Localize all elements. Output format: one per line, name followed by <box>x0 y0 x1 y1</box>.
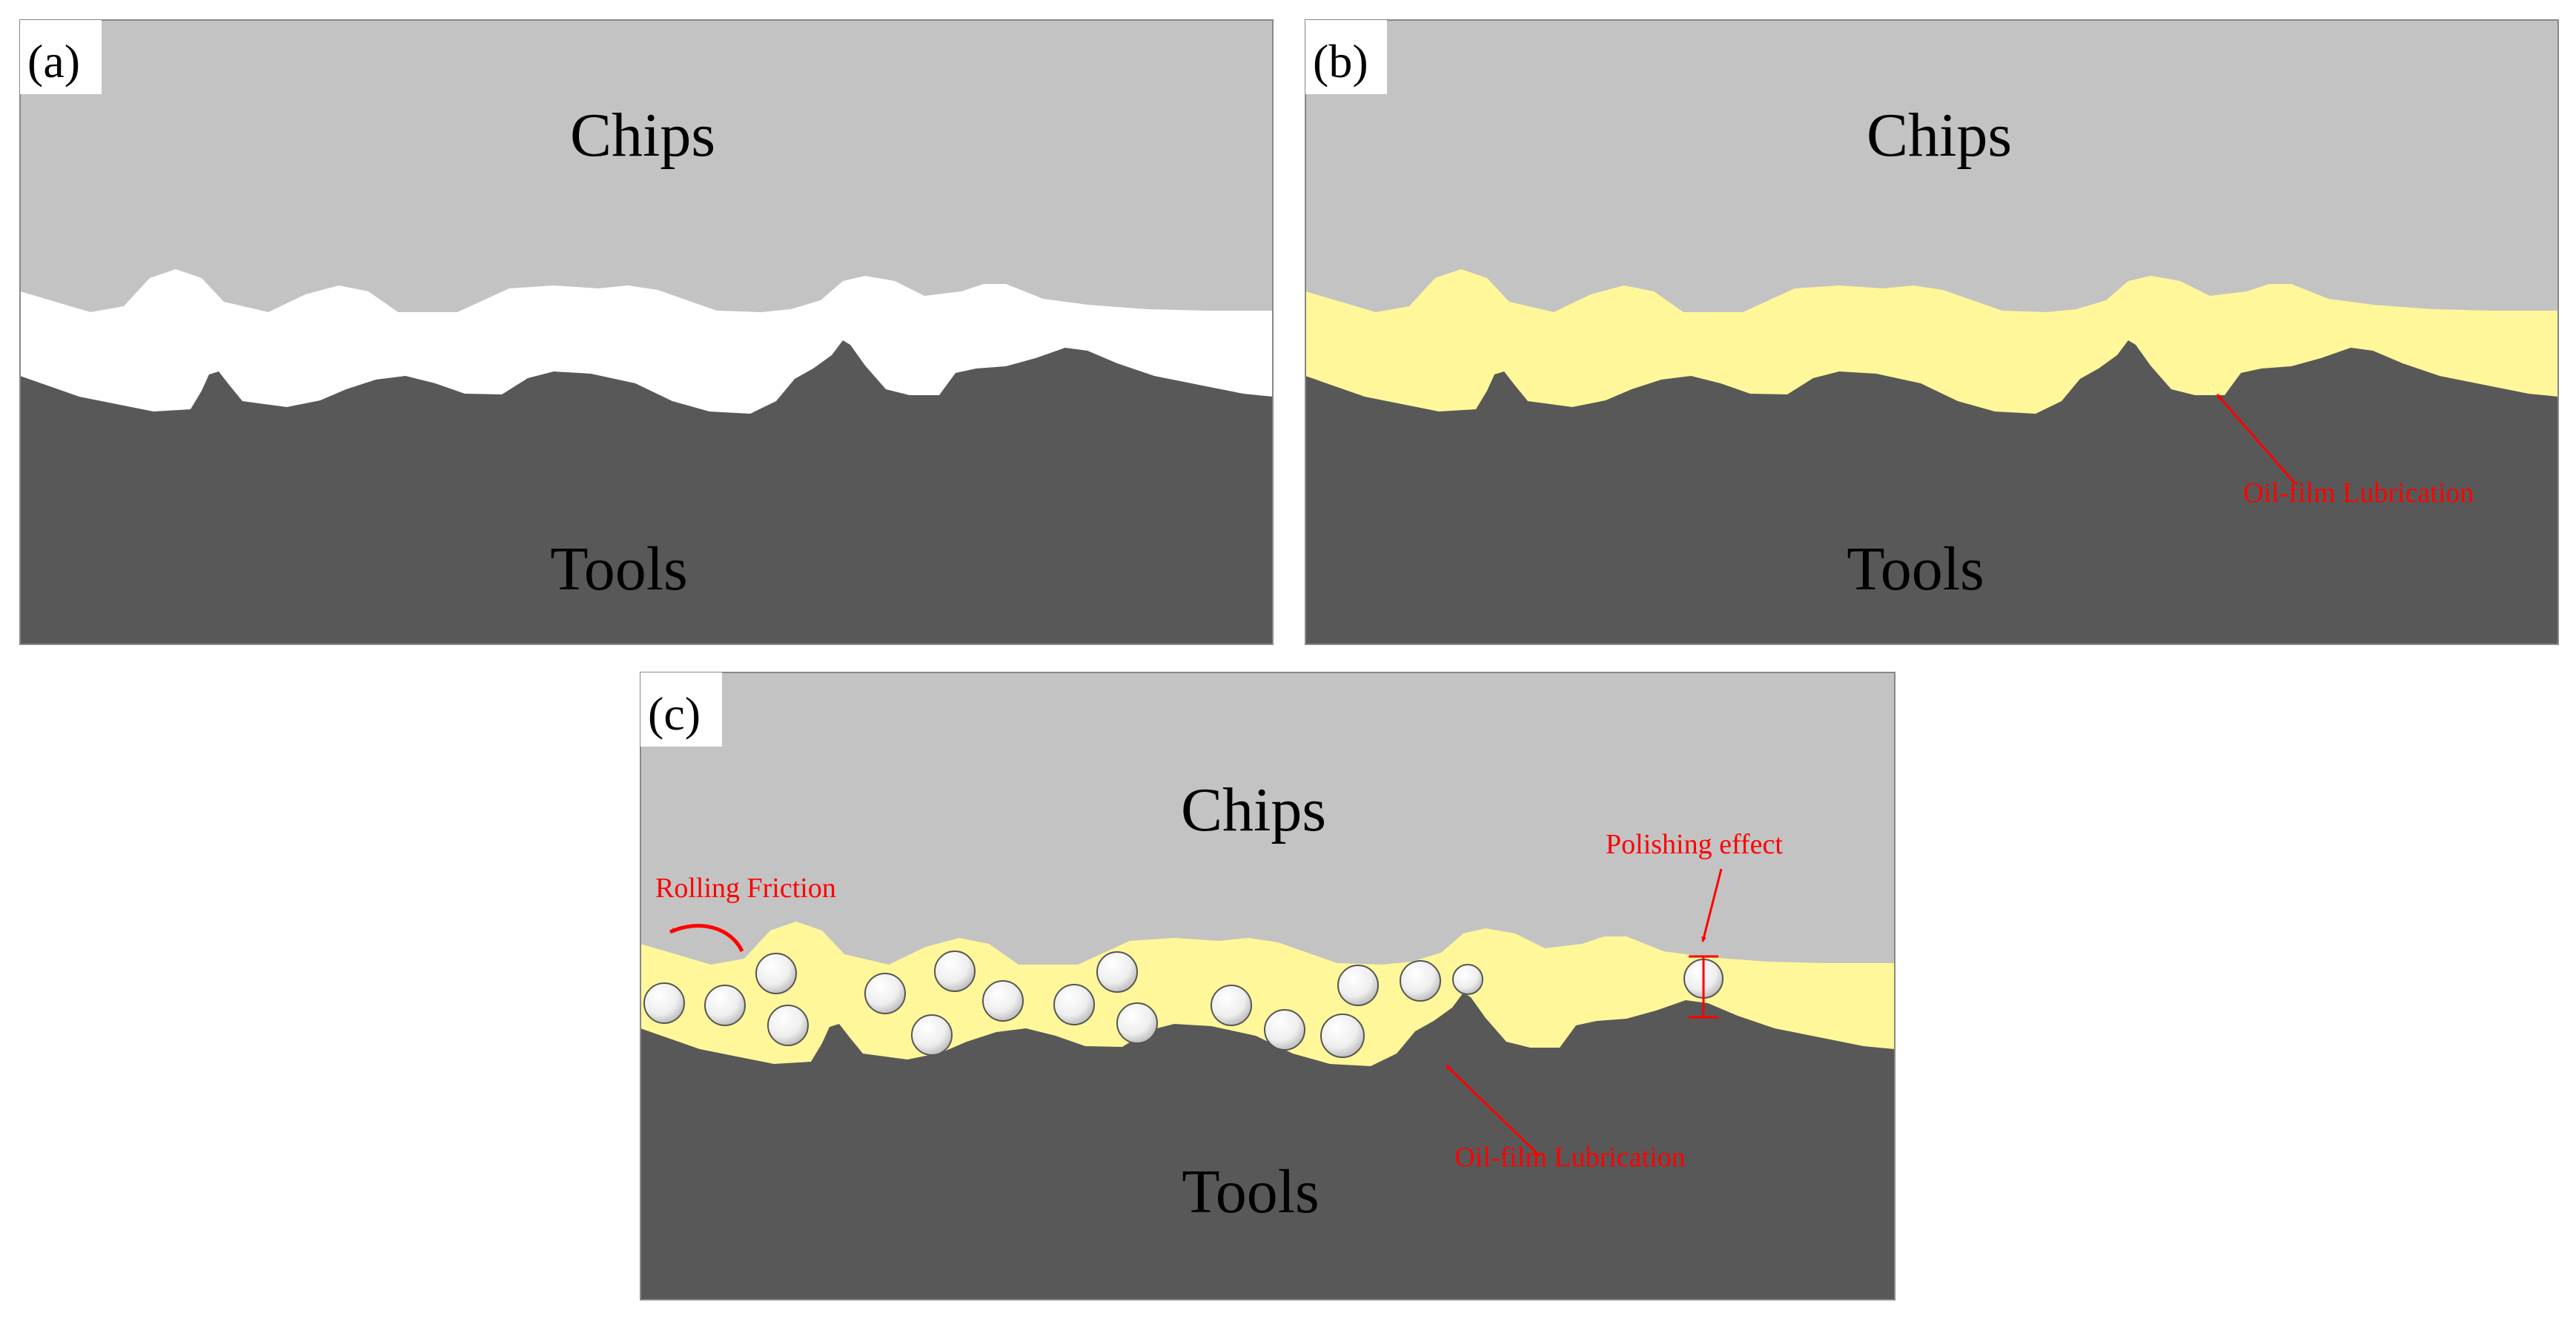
panel-b-label: (b) <box>1313 35 1368 87</box>
panel-b: (b) Chips Tools Oil-film Lubrication <box>1305 19 2559 645</box>
particle-icon <box>1053 984 1095 1025</box>
panel-a-border <box>19 19 1274 645</box>
particle-icon <box>934 951 976 992</box>
panel-c-tools-label: Tools <box>1182 1157 1319 1226</box>
arrow-icon <box>2216 394 2297 484</box>
panel-b-label-box <box>1305 20 1387 94</box>
panel-c: (c) Chips Tools Rolling Friction <box>640 672 1895 1300</box>
panel-c-label-box <box>640 672 722 747</box>
particle-icon <box>864 973 906 1014</box>
curved-arrow-icon <box>669 924 744 953</box>
measure-bracket-icon <box>1689 955 1718 1019</box>
arrow-icon <box>1445 1064 1541 1157</box>
particle-icon <box>704 985 746 1026</box>
panel-b-chips-label: Chips <box>1867 101 2012 170</box>
polishing-effect-annotation: Polishing effect <box>1606 829 1783 860</box>
particle-icon <box>1211 985 1252 1026</box>
panel-a-label-box <box>20 20 102 94</box>
particle-icon <box>1400 960 1441 1002</box>
particle-icon <box>1116 1002 1158 1044</box>
panel-b-tools-region <box>1305 340 2558 644</box>
particle-icon <box>1264 1009 1305 1051</box>
panel-a-chips-label: Chips <box>570 101 715 170</box>
particle-icon <box>1337 965 1379 1006</box>
panel-c-oil-annotation: Oil-film Lubrication <box>1454 1142 1685 1173</box>
particle-icon <box>982 980 1024 1022</box>
particle-icon <box>767 1005 809 1046</box>
particle-icon <box>1320 1014 1365 1058</box>
panel-b-tools-label: Tools <box>1847 535 1984 604</box>
panel-b-oil-annotation: Oil-film Lubrication <box>2243 477 2474 509</box>
panel-a-tools-label: Tools <box>550 535 687 604</box>
panel-c-tools-region <box>640 993 1895 1300</box>
panel-a: (a) Chips Tools <box>19 19 1274 645</box>
particle-icon <box>1452 964 1483 995</box>
panel-c-chips-label: Chips <box>1181 776 1326 844</box>
arrow-icon <box>1701 868 1723 942</box>
panel-a-label: (a) <box>27 35 80 87</box>
particle-icon <box>911 1014 953 1056</box>
panel-a-tools-region <box>20 340 1273 644</box>
rolling-friction-annotation: Rolling Friction <box>655 873 836 904</box>
particle-icon <box>1096 951 1138 993</box>
panel-c-label: (c) <box>648 687 701 740</box>
particle-icon <box>755 953 797 994</box>
panel-c-border <box>640 672 1895 1300</box>
panel-b-border <box>1305 19 2559 645</box>
particle-icon <box>643 982 685 1024</box>
